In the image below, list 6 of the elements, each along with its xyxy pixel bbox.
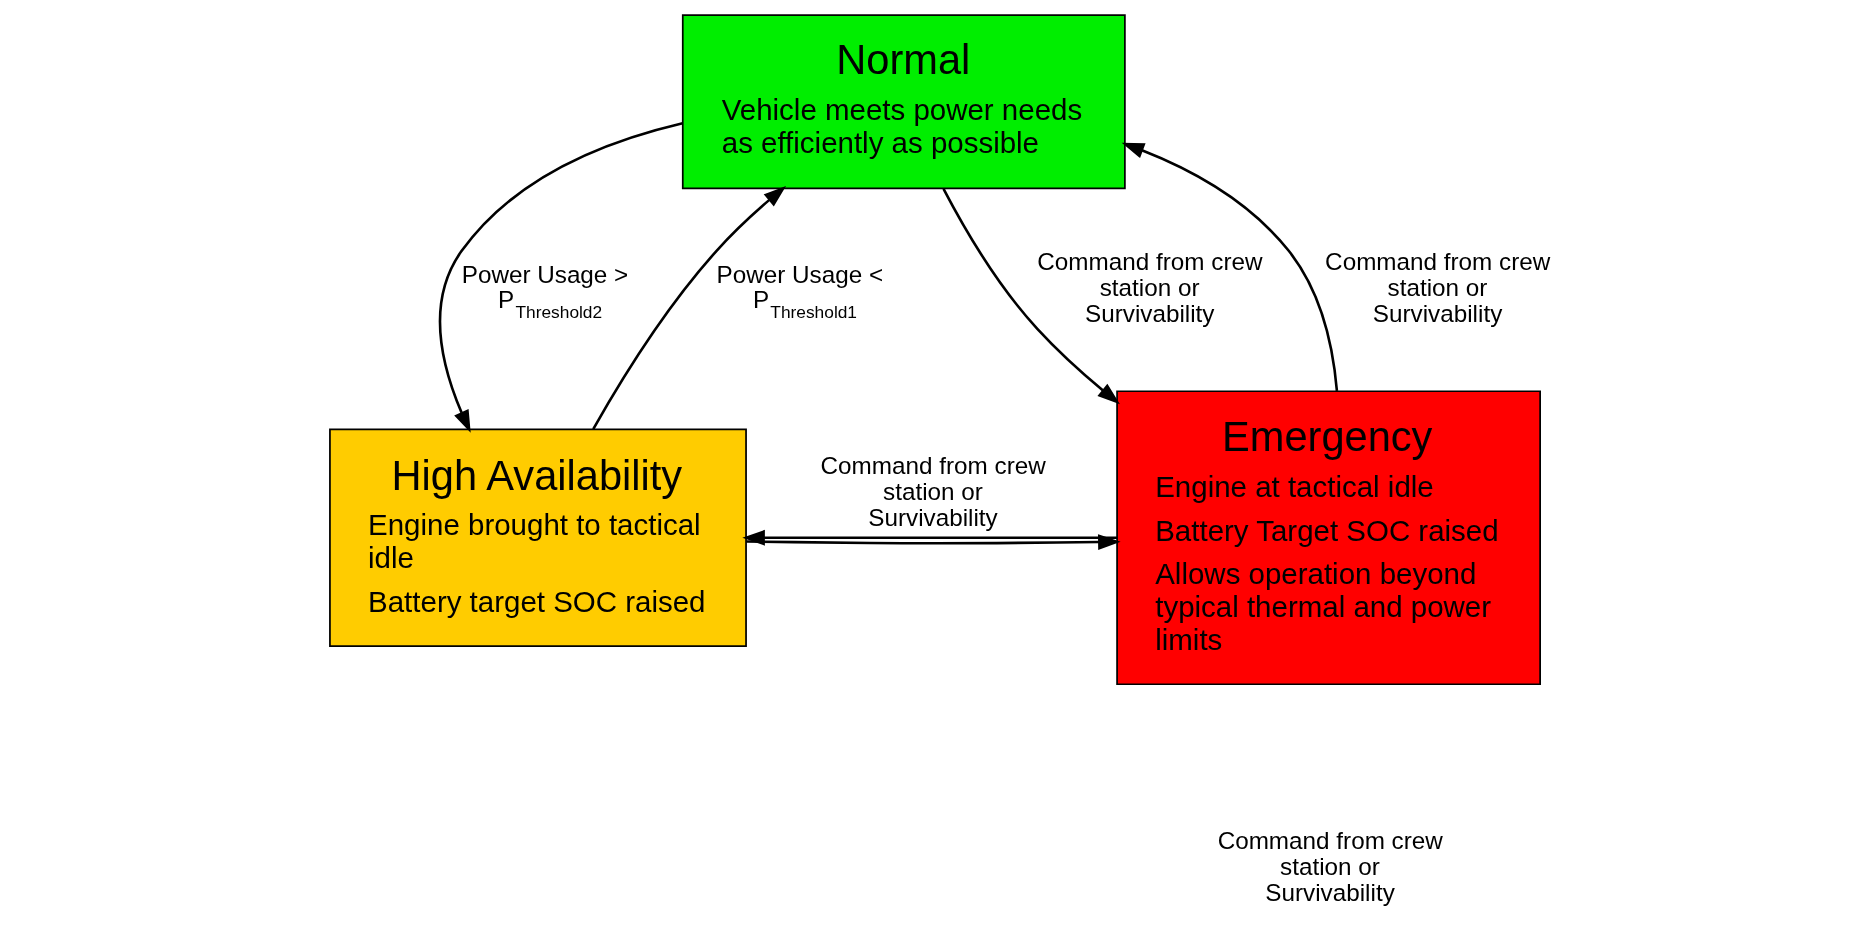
label: Command from crew station or Survivability (1217, 827, 1443, 907)
edge-label: Power Usage < P$_{Threshold1}$ (716, 261, 883, 322)
edge-label: Command from crew station or Survivability (1324, 248, 1550, 328)
edge-label: Command from crew station or Survivability (820, 451, 1046, 531)
edge-label: Power Usage > P$_{Threshold2}$ (461, 261, 628, 322)
edge-label: Command from crew station or Survivability (1036, 248, 1263, 328)
